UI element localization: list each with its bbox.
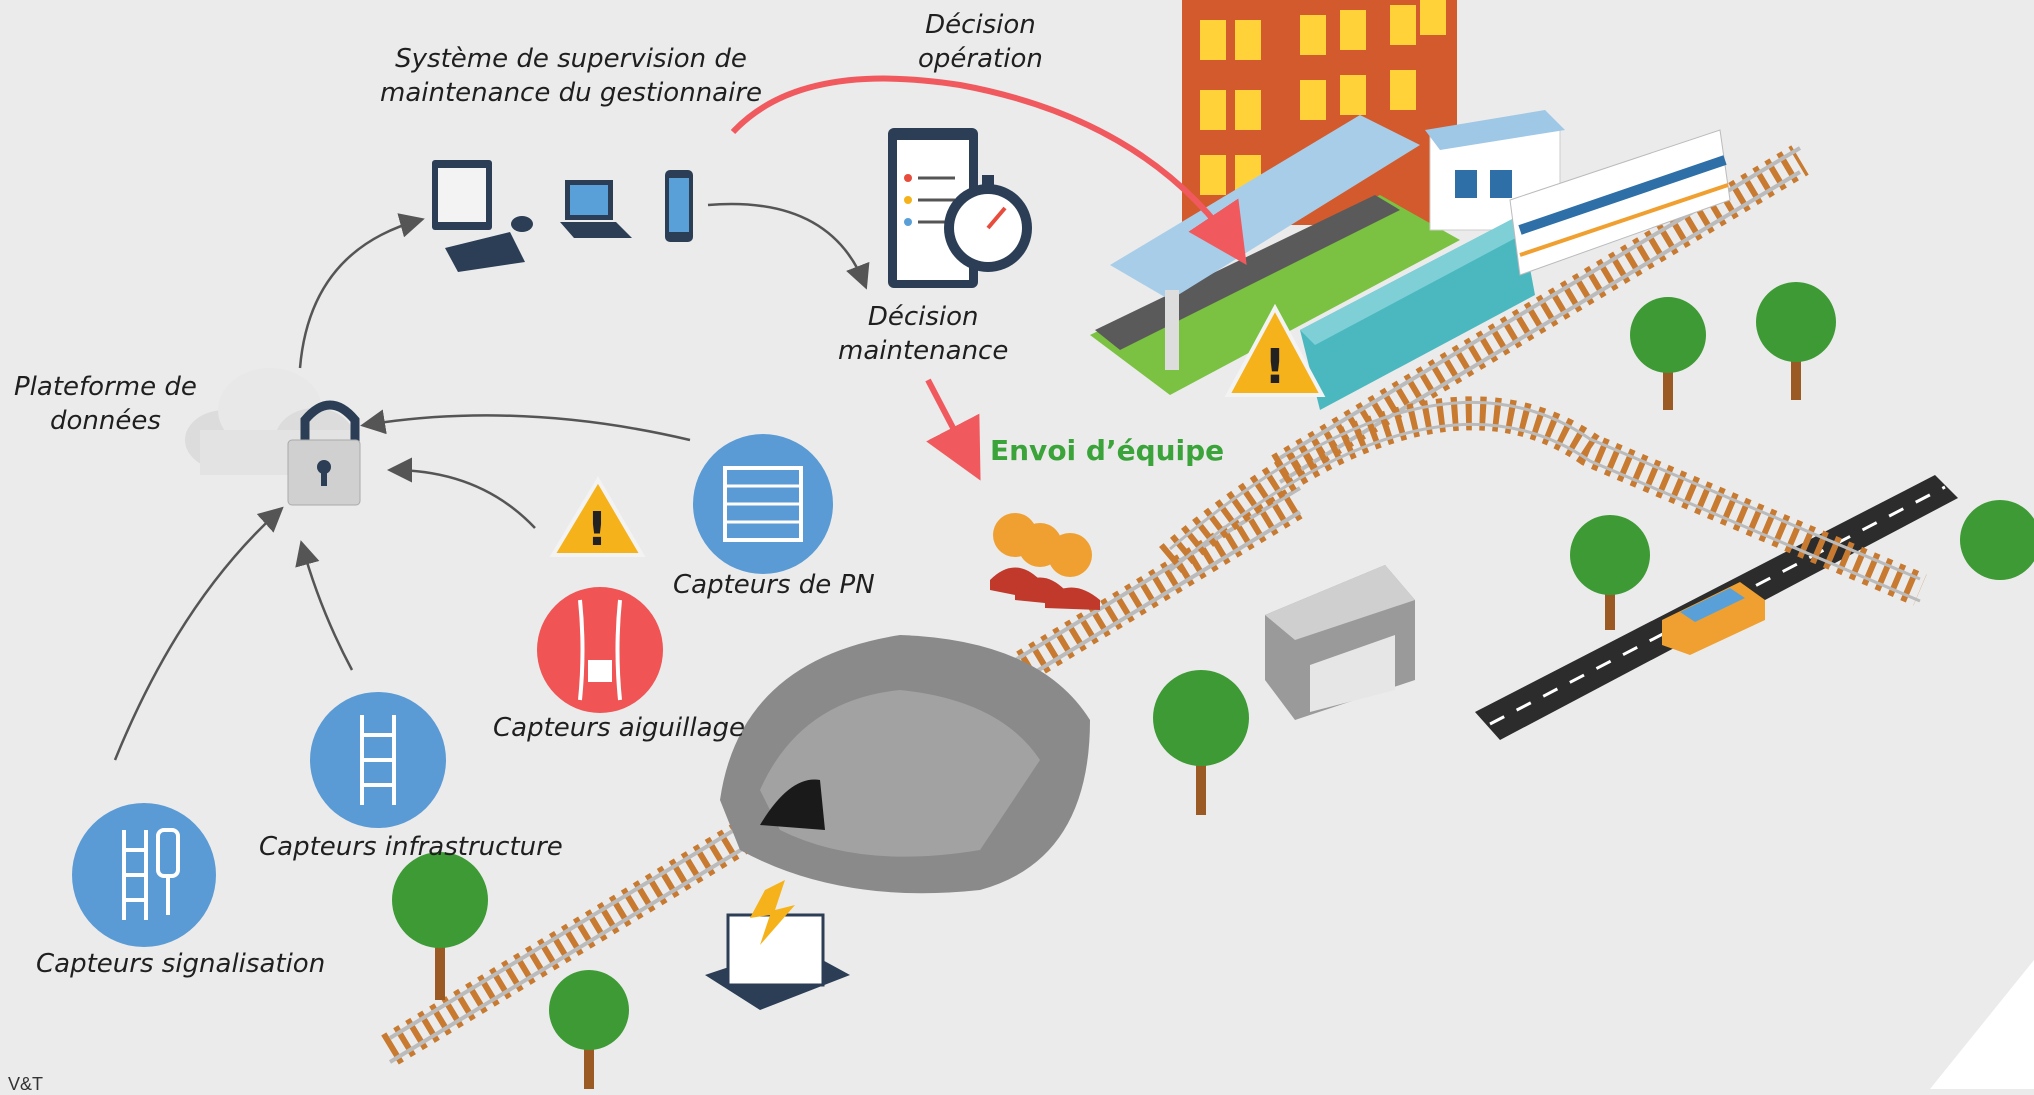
station [1090,110,1565,395]
shed [1265,565,1415,720]
decision-arrows [730,75,1247,481]
decision-operation-line-1: Décision [925,10,1036,40]
decision-maintenance-label: Décision maintenance [838,300,1008,368]
data-platform-label: Plateforme de données [14,370,197,438]
data-flow-arrows [113,202,870,761]
svg-text:!: ! [587,502,608,556]
corner-shape [1930,960,2034,1089]
supervision-line-2: maintenance du gestionnaire [380,78,763,108]
trees [392,282,2034,1089]
data-platform-line-1: Plateforme de [14,372,197,402]
laptop-icon [560,180,632,238]
decision-maintenance-line-1: Décision [867,302,979,332]
supervision-system-label: Système de supervision de maintenance du… [380,42,762,110]
signal-sensor-icon [72,803,216,947]
railway-crossing-sensor-icon [693,434,833,574]
data-platform-line-2: données [49,406,161,436]
maintenance-team-icon [990,513,1100,610]
switch-sensor-icon [537,587,663,713]
warning-icon: ! [549,476,646,557]
tunnel [720,635,1090,894]
car [1662,582,1765,655]
train [1300,129,1731,410]
desktop-computer-icon [432,160,533,272]
switch-sensors-label: Capteurs aiguillage [493,713,746,743]
footer-logo-text: V&T [8,1074,44,1094]
smartphone-icon [665,170,693,242]
cloud-lock-icon [185,368,361,506]
decision-operation-line-2: opération [918,44,1043,74]
power-box [705,880,850,1010]
clipboard-stopwatch-icon [888,128,1032,288]
decision-maintenance-line-2: maintenance [838,336,1009,366]
signalling-sensors-label: Capteurs signalisation [36,949,326,979]
station-warning-icon: ! [1224,303,1326,397]
infrastructure-sensors-label: Capteurs infrastructure [259,832,563,862]
decision-operation-label: Décision opération [918,8,1043,76]
svg-text:!: ! [1264,339,1286,395]
team-dispatch-label: Envoi d’équipe [990,434,1225,467]
pn-sensors-label: Capteurs de PN [673,570,875,600]
track-sensor-icon [310,692,446,828]
supervision-line-1: Système de supervision de [395,44,747,74]
